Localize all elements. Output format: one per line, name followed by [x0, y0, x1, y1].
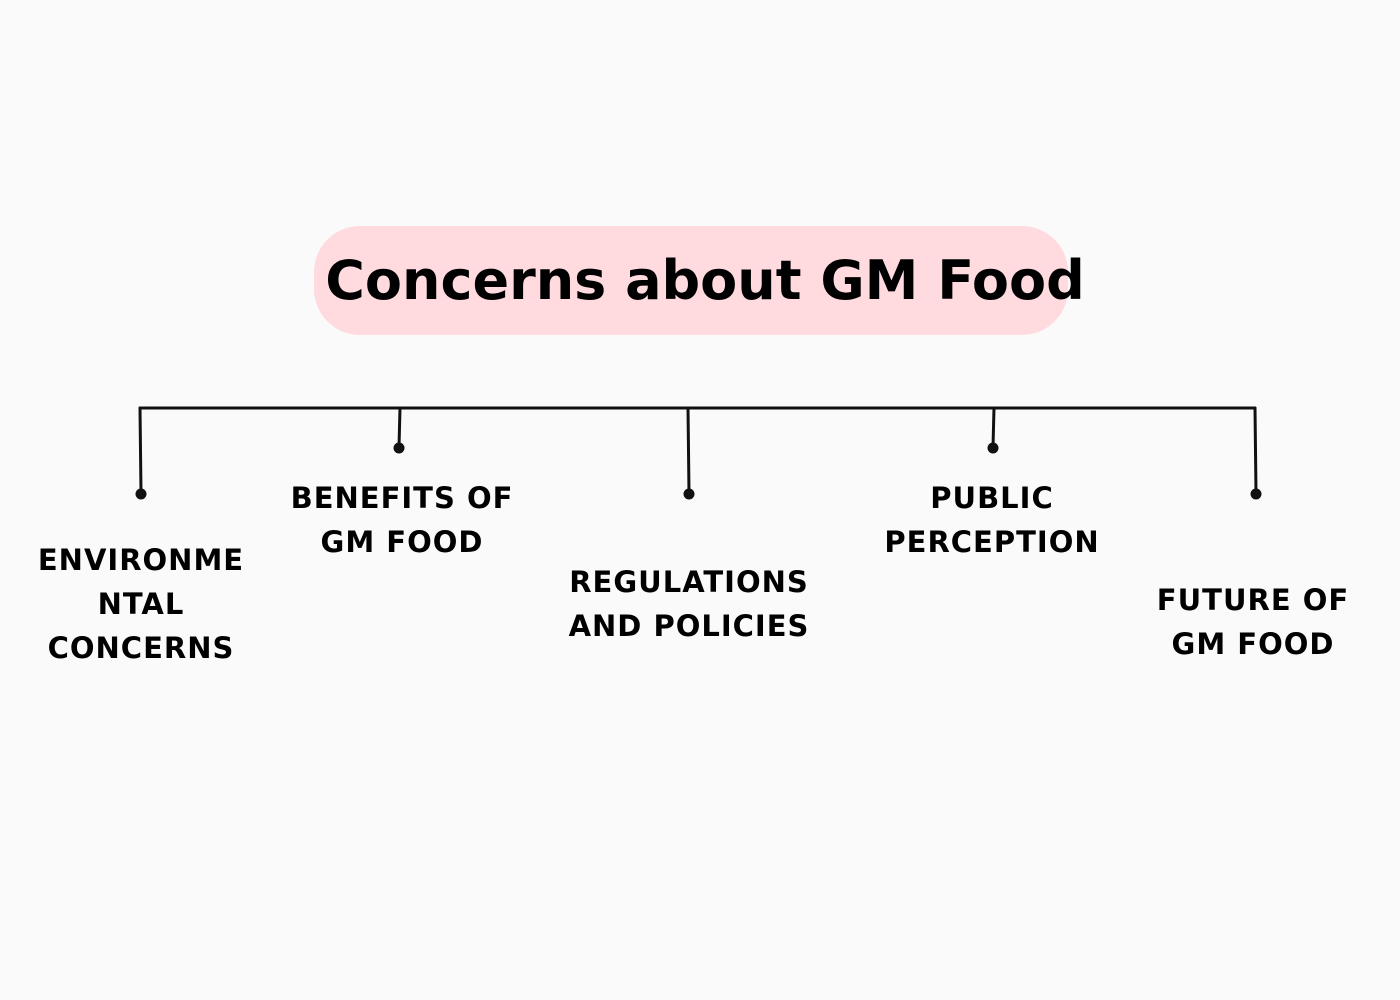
branch-label-line: CONCERNS	[47, 631, 235, 665]
diagram-title: Concerns about GM Food	[325, 249, 1085, 312]
branch-label-line: GM FOOD	[320, 525, 484, 559]
branch-label-perception: PUBLIC PERCEPTION	[884, 476, 1099, 564]
branch-line-regulations	[686, 406, 691, 495]
branch-dot-future	[1250, 488, 1262, 500]
branch-dot-environmental	[135, 488, 147, 500]
branch-label-line: GM FOOD	[1171, 627, 1335, 661]
branch-label-line: PUBLIC	[930, 481, 1054, 515]
branch-dot-benefits	[393, 442, 405, 454]
branch-dot-regulations	[683, 488, 695, 500]
branch-label-environmental: ENVIRONME NTAL CONCERNS	[38, 538, 244, 670]
branch-label-line: BENEFITS OF	[290, 481, 514, 515]
branch-line-future	[1253, 406, 1258, 495]
branch-label-regulations: REGULATIONS AND POLICIES	[569, 560, 810, 648]
branch-line-benefits	[397, 406, 402, 449]
branch-dot-perception	[987, 442, 999, 454]
branch-label-line: REGULATIONS	[569, 565, 809, 599]
branch-label-line: ENVIRONME	[37, 543, 245, 577]
branch-label-line: NTAL	[97, 587, 185, 621]
title-box: Concerns about GM Food	[314, 226, 1085, 335]
branch-label-line: PERCEPTION	[884, 525, 1100, 559]
branch-label-line: FUTURE OF	[1156, 583, 1350, 617]
branch-line-environmental	[138, 406, 143, 495]
branch-label-future: FUTURE OF GM FOOD	[1157, 578, 1349, 666]
branch-label-benefits: BENEFITS OF GM FOOD	[291, 476, 514, 564]
branch-line-perception	[991, 406, 996, 449]
branch-label-line: AND POLICIES	[568, 609, 810, 643]
